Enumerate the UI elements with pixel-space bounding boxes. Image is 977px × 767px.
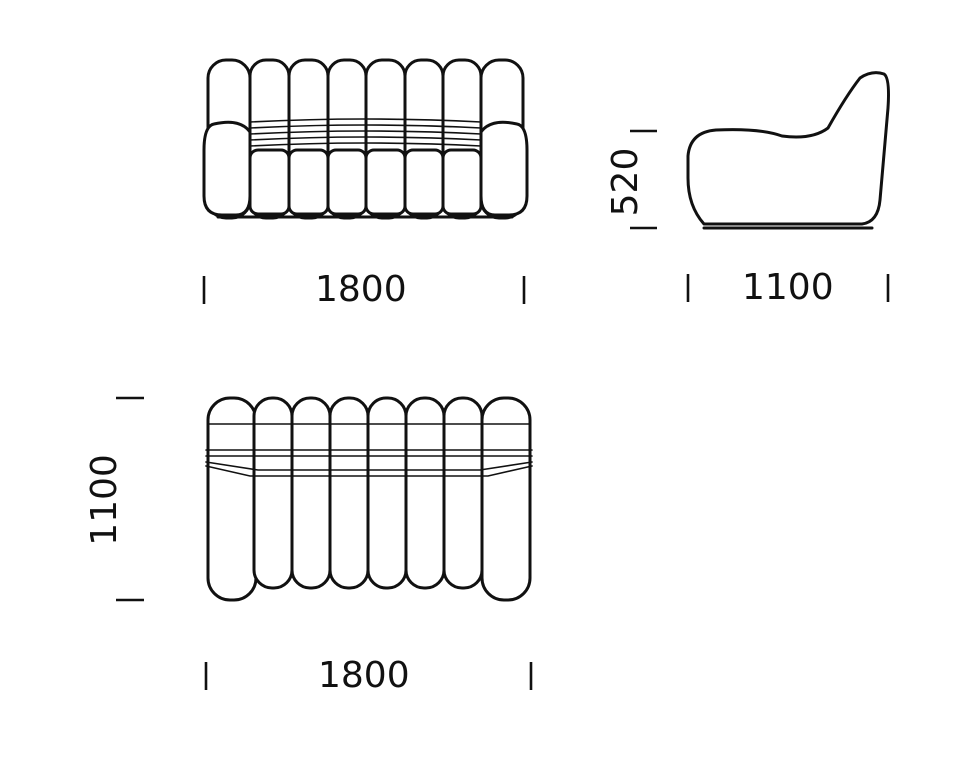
front-seat-lines — [249, 118, 482, 147]
top-left-arm — [206, 396, 258, 602]
front-left-arm — [202, 120, 252, 217]
front-view — [202, 58, 529, 220]
side-height-label: 520 — [605, 147, 646, 217]
top-depth-label: 1100 — [84, 454, 125, 546]
top-view — [205, 396, 533, 602]
front-width-label: 1800 — [315, 269, 407, 310]
side-view — [686, 71, 890, 230]
top-seams — [205, 449, 533, 477]
front-seat-cushions — [248, 148, 483, 216]
side-profile — [686, 71, 890, 226]
top-cushions — [252, 396, 484, 590]
top-right-arm — [480, 396, 532, 602]
top-width-label: 1800 — [318, 655, 410, 696]
side-depth-label: 1100 — [742, 267, 834, 308]
front-right-arm — [479, 120, 529, 217]
